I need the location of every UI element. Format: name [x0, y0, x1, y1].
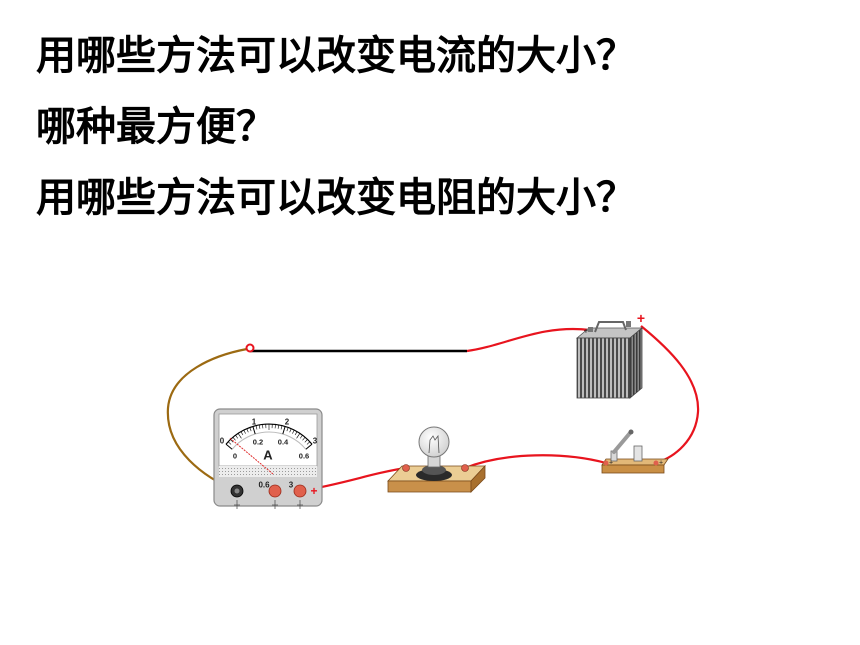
- switch-terminal-mark: +: [609, 460, 613, 467]
- ammeter-scale-tick: [232, 437, 236, 441]
- switch-contact-post: [633, 445, 643, 462]
- battery-terminal-positive: [626, 321, 631, 327]
- switch-handle: [628, 429, 634, 435]
- ammeter-scale-ticks: [225, 424, 313, 450]
- upper-scale-label: 2: [285, 418, 290, 427]
- terminal-label-3: 3: [289, 481, 294, 490]
- ammeter-scale-tick: [306, 441, 311, 445]
- lamp-socket-ring: [422, 465, 446, 475]
- lower-scale-label: 0.4: [278, 438, 289, 447]
- upper-scale-label: 0: [220, 437, 225, 446]
- ammeter-scale-tick: [246, 428, 249, 433]
- battery-handle: [594, 321, 627, 333]
- ammeter: 0 1 2 3 0 0.2 0.4 0.6 A 0.6 3 +: [213, 408, 323, 509]
- lamp-board-front: [387, 480, 472, 493]
- ammeter-scale-tick: [280, 425, 283, 430]
- lamp-board-side: [470, 464, 486, 493]
- ammeter-scale-tick: [286, 427, 289, 432]
- battery-front: [576, 337, 631, 399]
- ammeter-scale-tick: [255, 425, 258, 430]
- question-current: 用哪些方法可以改变电流的大小？: [36, 32, 636, 79]
- battery-terminal-negative: [588, 327, 593, 332]
- wire-switch-to-lamp: [464, 454, 607, 470]
- ammeter-scale-tick: [299, 434, 303, 439]
- ammeter-scale-tick: [240, 431, 244, 436]
- ammeter-scale-tick: [294, 431, 298, 436]
- ammeter-positive-mark: +: [310, 484, 317, 498]
- terminal-label-0-6: 0.6: [258, 481, 270, 490]
- ammeter-scale-tick: [305, 443, 313, 450]
- ammeter-scale-tick: [243, 429, 246, 434]
- ammeter-scale-tick: [227, 441, 232, 445]
- ammeter-terminal-3: [293, 484, 307, 498]
- lower-scale-label: 0.2: [253, 438, 263, 447]
- ammeter-scale-tick: [282, 426, 286, 435]
- ammeter-terminal-0-6: [268, 484, 282, 498]
- terminal-marks: [234, 500, 303, 509]
- lower-scale-label: 0.6: [299, 452, 309, 461]
- lamp-terminal-right: [461, 464, 469, 472]
- ammeter-scale-tick: [252, 426, 256, 435]
- ammeter-scale-tick: [258, 424, 261, 429]
- ammeter-hatched-panel: [219, 466, 317, 477]
- ammeter-scale-tick: [277, 424, 280, 429]
- upper-scale-label: 1: [252, 418, 257, 427]
- wire-resistance-to-battery: [466, 327, 591, 353]
- ammeter-needle: [229, 437, 274, 475]
- question-most-convenient: 哪种最方便？: [36, 103, 276, 150]
- ammeter-scale-tick: [304, 439, 308, 443]
- ammeter-scale-band: [231, 431, 307, 450]
- ammeter-scale-tick: [302, 437, 306, 441]
- upper-scale-label: 3: [313, 437, 318, 446]
- switch-blade: [612, 431, 632, 454]
- lamp-filament: [428, 434, 440, 454]
- wire-ammeter-to-resistance: [166, 347, 248, 493]
- ammeter-scale-tick: [289, 428, 292, 433]
- switch-base-front: [601, 464, 665, 474]
- question-resistance: 用哪些方法可以改变电阻的大小？: [36, 174, 636, 221]
- battery-side: [629, 327, 643, 399]
- wire-battery-to-switch: [640, 325, 700, 465]
- battery: + +: [575, 310, 645, 399]
- ammeter-scale-tick: [292, 429, 295, 434]
- ammeter-scale-tick: [225, 443, 233, 450]
- ammeter-unit-symbol: A: [263, 448, 273, 463]
- lower-scale-label: 0: [233, 452, 237, 461]
- crocodile-clip: [245, 343, 255, 353]
- lamp-terminal-left: [402, 464, 410, 472]
- battery-terminal-mark: +: [584, 327, 589, 336]
- switch-terminal-mark: +: [659, 460, 663, 467]
- lamp-bulb: [418, 426, 450, 458]
- switch-terminal-right: [653, 460, 659, 466]
- lamp-holder: [387, 426, 486, 493]
- ammeter-scale-tick: [230, 439, 234, 443]
- ammeter-scale-tick: [296, 433, 301, 439]
- switch-terminal-left: [603, 460, 609, 466]
- ammeter-scale-tick: [237, 433, 242, 439]
- ammeter-negative-terminal-core: [234, 488, 240, 494]
- knife-switch: + +: [601, 429, 669, 474]
- ammeter-scale-tick: [249, 427, 252, 432]
- ammeter-scale-tick: [235, 434, 239, 439]
- battery-positive-mark: +: [637, 310, 645, 326]
